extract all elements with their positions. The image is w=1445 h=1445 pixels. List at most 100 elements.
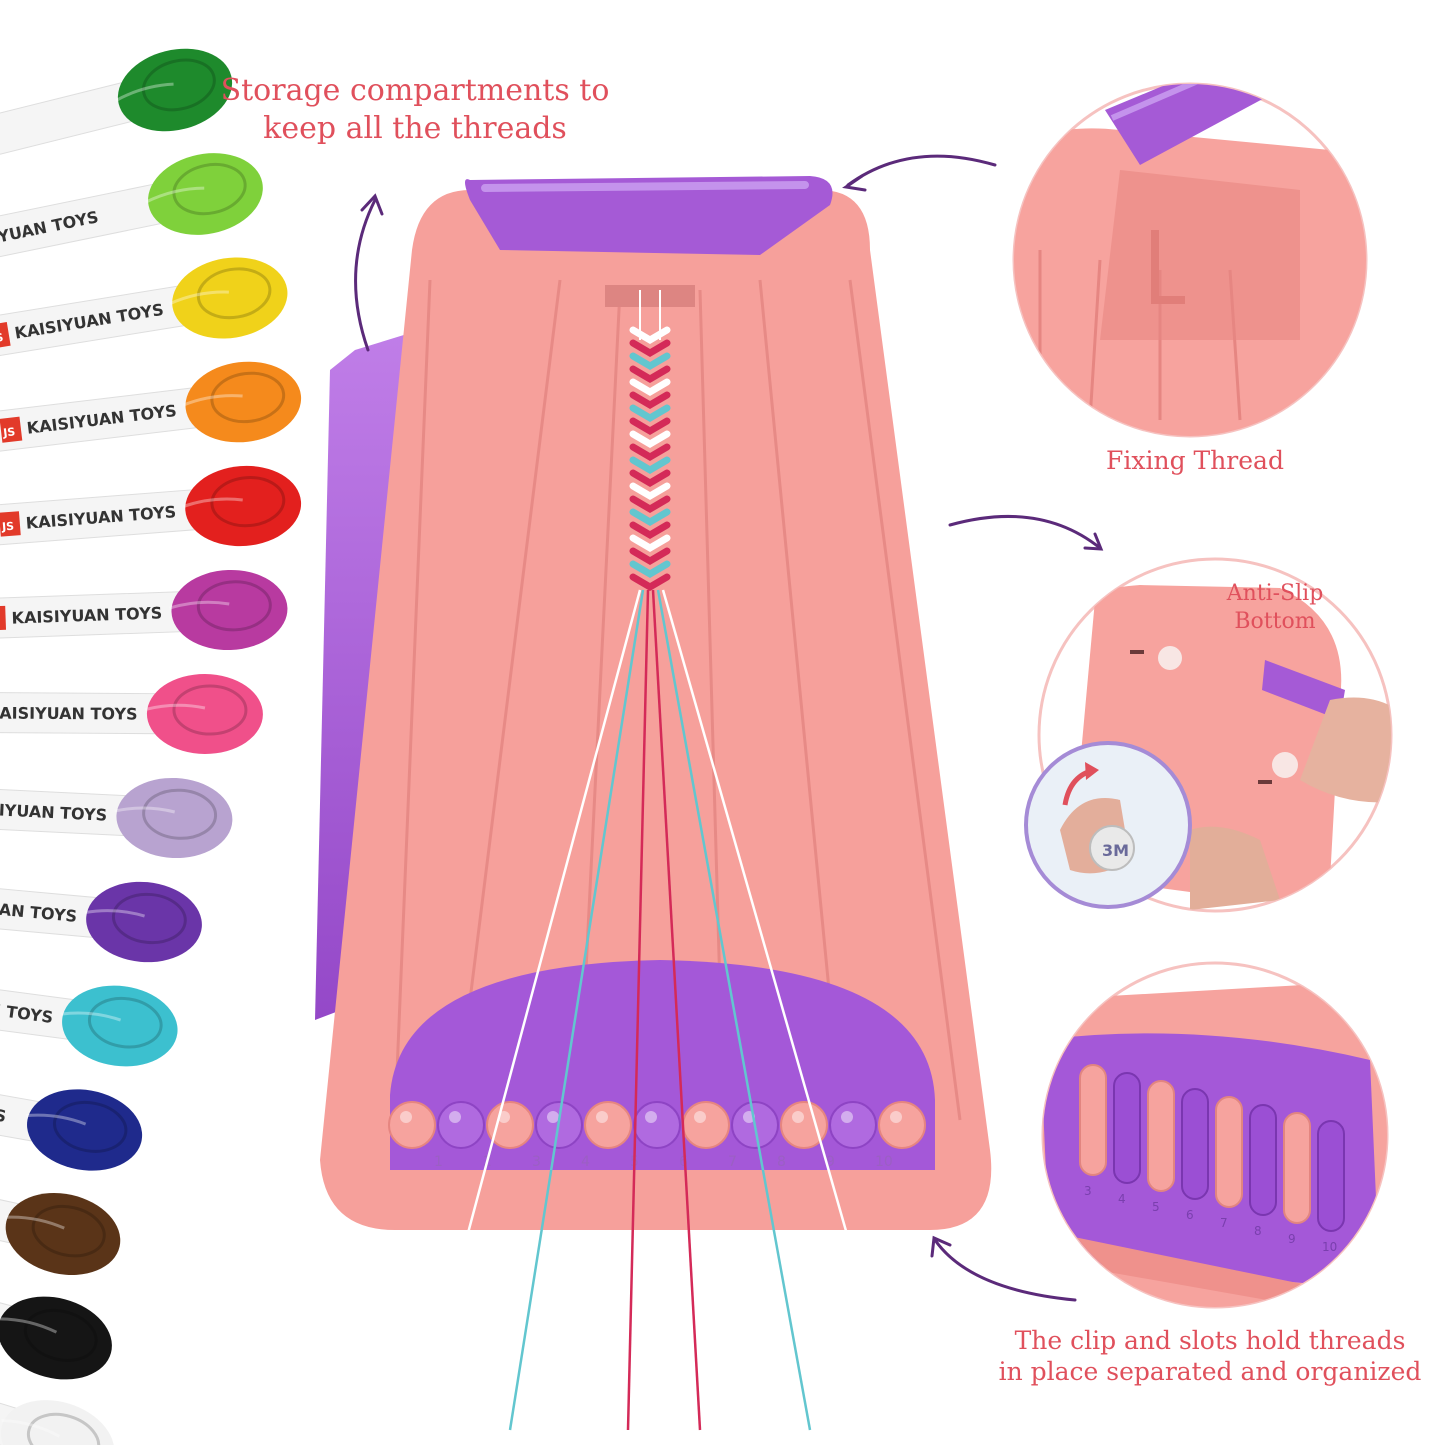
peg-shine (645, 1111, 657, 1123)
skein: JSOYS (0, 48, 233, 173)
hand (1300, 697, 1391, 803)
skein-thread (5, 1192, 121, 1276)
skein-sheen (182, 394, 243, 407)
brand-logo-text: JS (2, 425, 17, 439)
callout-arrows (354, 154, 1104, 1302)
braid-chevron (629, 443, 671, 462)
peg-shine (400, 1111, 412, 1123)
brand-logo-text: JS (1, 520, 15, 534)
skein-band (0, 80, 137, 173)
thread (626, 589, 650, 1431)
zoom-peg-number: 3 (1084, 1184, 1092, 1198)
skein-thread (0, 1296, 112, 1380)
arrow-fixing (846, 154, 997, 187)
peg-shine (841, 1111, 853, 1123)
skein-thread (146, 673, 263, 755)
clip-slots-caption: The clip and slots hold threads in place… (995, 1325, 1425, 1388)
arrow-head (842, 174, 867, 192)
skein-thread (0, 1400, 115, 1445)
anti-slip-caption-line1: Anti-Slip (1226, 581, 1324, 606)
anti-slip-pad (1272, 752, 1298, 778)
peg-shine (596, 1111, 608, 1123)
arrow-anti-slip (948, 515, 1102, 550)
braid-chevron (629, 391, 671, 410)
bracelet-threads (416, 290, 902, 1431)
braid-chevron (629, 573, 671, 592)
slot (1258, 780, 1272, 784)
zoom-peg (1249, 1104, 1277, 1216)
skein-loop (87, 996, 163, 1049)
zoom-grooves (1038, 250, 1242, 421)
arrow-clip (933, 1238, 1077, 1302)
skein-loop (210, 476, 286, 528)
peg-shine (694, 1111, 706, 1123)
sticker (1089, 825, 1135, 871)
peg-number: 1 (434, 1154, 443, 1170)
zoom-hook (1151, 230, 1185, 304)
skein: JSSIYUAN TOYS (0, 1158, 121, 1276)
zoom-peg-number: 10 (1322, 1240, 1337, 1254)
pegs (388, 1101, 926, 1149)
braid-chevron (629, 352, 671, 371)
braid-chevron (629, 547, 671, 566)
brand-logo (0, 605, 7, 631)
lid-highlight (481, 181, 809, 192)
braid-chevron (629, 326, 671, 345)
brand-logo (0, 511, 21, 537)
skein-loop (23, 1308, 98, 1362)
zoom-peg (1113, 1072, 1141, 1184)
zoom-purple-edge (1262, 660, 1345, 720)
peg-number: 4 (581, 1154, 590, 1170)
peg-number: 7 (728, 1154, 737, 1170)
braid-chevron (629, 339, 671, 358)
peg (584, 1101, 632, 1149)
skein-sheen (115, 82, 174, 102)
braid-chevron (629, 365, 671, 384)
skein-sheen (0, 1317, 58, 1334)
brand-logo (0, 416, 23, 443)
zoom-peg (1215, 1096, 1243, 1208)
peg (878, 1101, 926, 1149)
braid-chevron (629, 560, 671, 579)
zoom-circle-anti-slip: 3M (1024, 557, 1393, 913)
peg-number: 8 (777, 1154, 786, 1170)
braid-chevron (629, 521, 671, 540)
slot (1130, 650, 1144, 654)
skein-sheen (5, 1215, 65, 1230)
zoom-peg (1079, 1064, 1107, 1176)
skein-loop (196, 580, 272, 632)
arrow-head (930, 1235, 952, 1258)
storage-caption-line1: Storage compartments to (220, 73, 610, 108)
peg (486, 1101, 534, 1149)
skein-sheen (182, 497, 243, 509)
skein-thread (172, 257, 288, 339)
thread (661, 589, 902, 1421)
braid-chevron (629, 482, 671, 501)
peg-shine (449, 1111, 461, 1123)
storage-caption-line2: keep all the threads (263, 110, 567, 146)
skein-sheen (144, 703, 206, 712)
peg (633, 1101, 681, 1149)
peg-shine (792, 1111, 804, 1123)
fixing-thread-caption: Fixing Thread (1106, 446, 1284, 475)
skein-loop (196, 267, 272, 320)
skein-loop (141, 58, 216, 112)
braided-bracelet (629, 326, 671, 592)
peg-shine (890, 1111, 902, 1123)
skein-sheen (169, 290, 229, 306)
braid-chevron (629, 430, 671, 449)
thread (656, 589, 812, 1431)
thread (651, 589, 702, 1431)
skein-loop (142, 788, 218, 840)
anti-slip-pad (1158, 646, 1182, 670)
anti-slip-caption-line2: Bottom (1234, 608, 1316, 634)
loom-grooves (393, 279, 962, 1121)
braid-chevron (629, 456, 671, 475)
peg (388, 1101, 436, 1149)
